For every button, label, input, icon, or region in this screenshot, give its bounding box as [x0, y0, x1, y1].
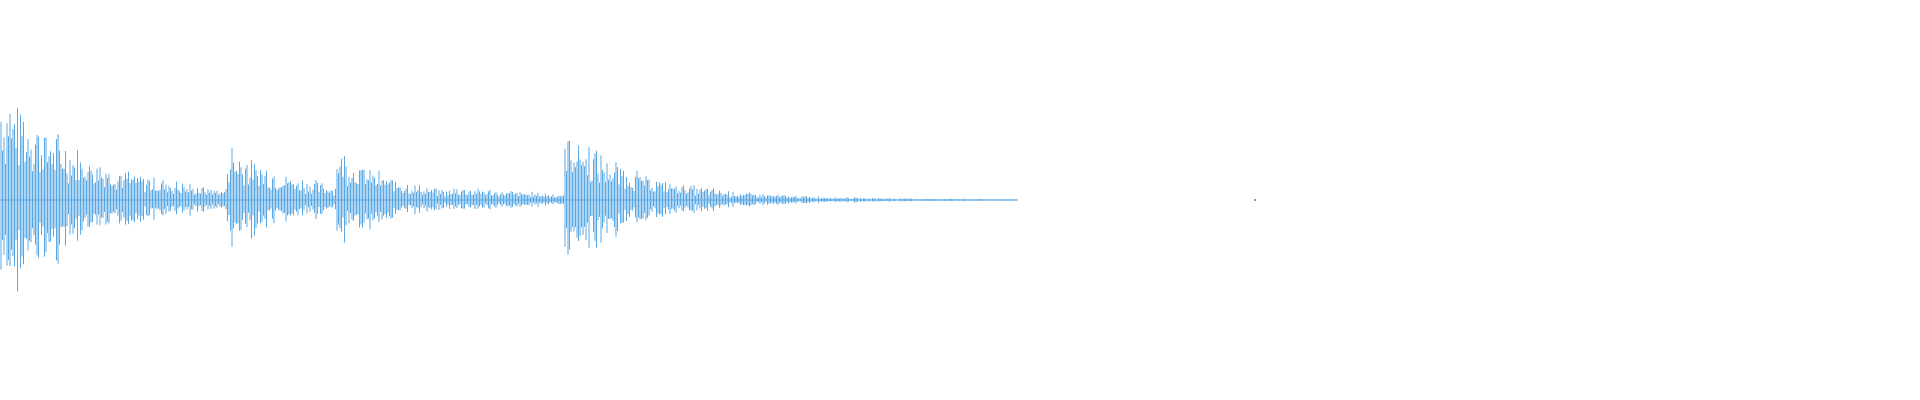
waveform-trailing-blip — [1254, 199, 1256, 201]
waveform-samples — [0, 108, 1256, 292]
